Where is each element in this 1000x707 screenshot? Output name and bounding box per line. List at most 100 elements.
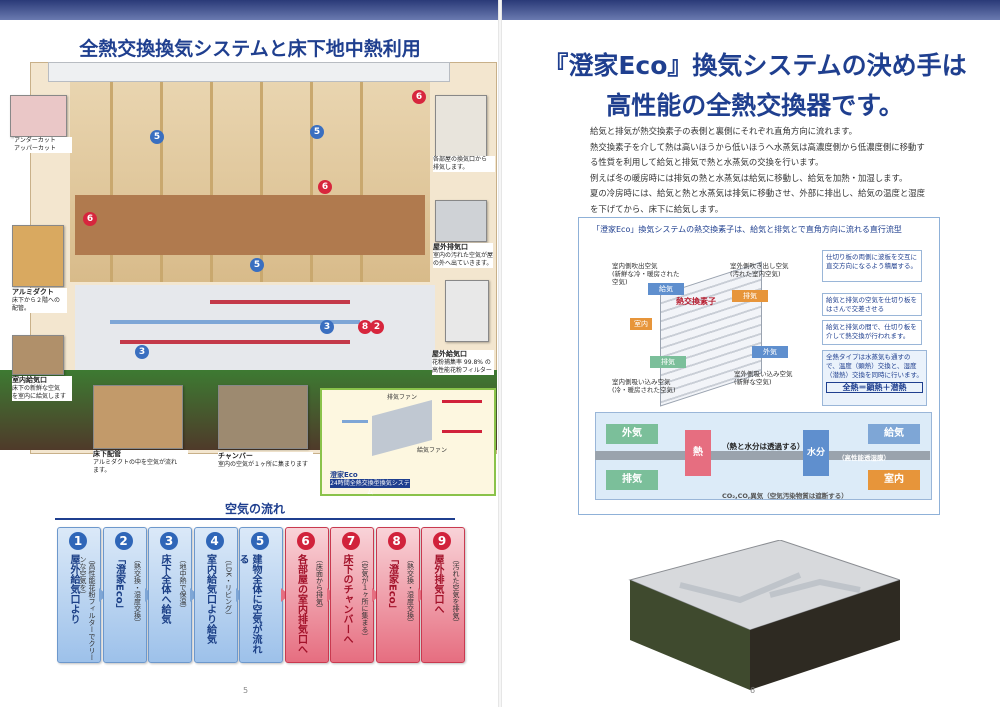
exhaust-duct (210, 300, 350, 304)
flow-marker-3: 3 (135, 345, 149, 359)
paragraph-line: 例えば冬の暖房時には排気の熱と水蒸気は給気に移動し、給気を加熱・加湿します。 (590, 172, 908, 183)
flow-marker-6: 6 (318, 180, 332, 194)
paragraph-line: る性質を利用して給気と排気で熱と水蒸気の交換を行います。 (590, 157, 824, 167)
ground-right (750, 580, 900, 690)
undercut-caption: アンダーカットアッパーカット (14, 137, 72, 153)
step-title: 建物全体に空気が流れる (237, 554, 261, 654)
band-outside: 外気 (606, 424, 658, 444)
chamber-caption: チャンバー室内の空気が１ヶ所に集まります (218, 452, 313, 469)
ground-left (630, 580, 750, 690)
flow-step-9: 9 屋外排気口へ （汚れた空気を排気） (421, 527, 465, 663)
toilet-photo (435, 95, 487, 157)
paragraph-line: 給気と排気が熱交換素子の表側と裏側にそれぞれ直角方向に流れます。 (590, 126, 857, 136)
step-number: 1 (69, 532, 87, 550)
step-subtitle: （LDK・リビング） (224, 556, 233, 619)
right-page-number: 6 (750, 686, 756, 695)
band-membrane: （高性能透湿膜） (838, 454, 890, 462)
outdoor-exhaust-title: 屋外排気口 (433, 243, 468, 251)
wall-stud (360, 82, 363, 282)
step-number: 3 (160, 532, 178, 550)
membrane-strip (595, 451, 930, 460)
flow-marker-2: 2 (370, 320, 384, 334)
aluminum-caption: アルミダクト床下から２階への配管。 (12, 288, 67, 313)
note-4-text: 全熱タイプは水蒸気も通すので、温度（顕熱）交換と、湿度（潜熱）交換を同時に行いま… (826, 353, 923, 379)
second-floor-slab (75, 195, 425, 255)
eco-label: 澄家Eco (330, 471, 358, 479)
right-page-title: 『澄家Eco』換気システムの決め手は 高性能の全熱交換器です。 (520, 46, 990, 126)
note-2: 給気と排気の空気を仕切り板をはさんで交差させる (822, 293, 922, 316)
underfloor-caption: 床下配管アルミダクトの中を空気が流れます。 (93, 450, 188, 475)
paragraph-line: を下げてから、床下に給気します。 (590, 203, 724, 214)
outdoor-supply-photo (445, 280, 489, 342)
exhaust-arrow (442, 400, 482, 403)
flow-marker-5: 5 (250, 258, 264, 272)
intro-paragraph: 給気と排気が熱交換素子の表側と裏側にそれぞれ直角方向に流れます。熱交換素子を介し… (590, 124, 970, 217)
tag-out-exhaust: 室外側吹き出し空気(汚れた室内空気) (730, 262, 789, 278)
arrow-supply: 給気 (648, 283, 684, 295)
band-exhaust: 排気 (606, 470, 658, 490)
step-number: 2 (114, 532, 133, 550)
floor-duct (679, 572, 802, 604)
paragraph-line: 熱交換素子を介して熱は高いほうから低いほうへ水蒸気は高濃度側から低濃度側に移動す (590, 141, 925, 152)
chamber-title: チャンバー (218, 452, 253, 460)
flow-step-8: 8 「澄家Eco」 （熱交換・湿度交換） (375, 527, 420, 663)
house-roof (48, 62, 450, 82)
flow-step-4: 4 室内給気口より給気 （LDK・リビング） (193, 527, 238, 663)
band-center: （熱と水分は透過する） (722, 442, 805, 451)
formula: 全熱＝顕熱＋潜熱 (826, 382, 923, 393)
step-title: 床下のチャンバーへ (341, 554, 352, 644)
left-page-number: 5 (243, 686, 249, 695)
arrow-indoor: 室内 (630, 318, 652, 330)
step-number: 7 (342, 532, 360, 550)
tag-fresh-in: 室内側吹出空気(新鮮な冷・暖房された空気) (612, 262, 680, 286)
arrow-outside: 外気 (752, 346, 788, 358)
flow-step-3: 3 床下全体へ給気 （地中熱で保温） (148, 527, 192, 663)
band-indoor: 室内 (868, 470, 920, 490)
step-subtitle: （熱交換・湿度交換） (133, 556, 142, 626)
step-number: 9 (433, 532, 451, 550)
step-title: 「澄家Eco」 (386, 554, 398, 614)
step-title: 室内給気口より給気 (204, 554, 216, 644)
page-spine (498, 0, 502, 707)
indoor-inlet-caption: 室内給気口床下の新鮮な空気を室内に給気します (12, 376, 72, 401)
floor-duct (769, 578, 861, 598)
supply-duct (110, 320, 360, 324)
right-title-line1: 『澄家Eco』換気システムの決め手は (543, 51, 967, 80)
underfloor-photo (93, 385, 183, 449)
foundation-slab (628, 540, 900, 631)
left-page-title: 全熱交換換気システムと床下地中熱利用 (79, 38, 421, 60)
step-subtitle: （空気が１ヶ所に集まる） (361, 556, 369, 640)
flow-marker-5: 5 (150, 130, 164, 144)
wall-stud (210, 82, 213, 282)
outdoor-exhaust-text: 室内の汚れた空気が屋の外へ出ていきます。 (433, 252, 494, 267)
flow-step-2: 2 「澄家Eco」 （熱交換・湿度交換） (102, 527, 147, 663)
wall-stud (310, 82, 313, 282)
step-subtitle: （汚れた空気を排気） (452, 556, 460, 626)
flow-marker-8: 8 (358, 320, 372, 334)
right-title-line2: 高性能の全熱交換器です。 (606, 91, 904, 120)
step-title: 床下全体へ給気 (159, 554, 170, 624)
note-4: 全熱タイプは水蒸気も通すので、温度（顕熱）交換と、湿度（潜熱）交換を同時に行いま… (822, 350, 927, 406)
step-subtitle: （地中熱で保温） (179, 556, 187, 612)
step-title: 屋外排気口へ (432, 554, 443, 614)
outdoor-exhaust-caption: 屋外排気口室内の汚れた空気が屋の外へ出ていきます。 (433, 243, 493, 268)
step-title: 「澄家Eco」 (113, 554, 125, 614)
aluminum-title: アルミダクト (12, 288, 54, 296)
underfloor-title: 床下配管 (93, 450, 121, 458)
aluminum-duct-photo (12, 225, 64, 287)
flow-step-7: 7 床下のチャンバーへ （空気が１ヶ所に集まる） (330, 527, 374, 663)
foundation-illustration (628, 540, 900, 690)
wall-stud (160, 82, 163, 282)
step-number: 4 (205, 532, 224, 550)
step-subtitle: （熱交換・湿度交換） (406, 556, 415, 626)
indoor-inlet-text: 床下の新鮮な空気を室内に給気します (12, 385, 67, 400)
step-number: 6 (296, 532, 315, 550)
flow-marker-6: 6 (83, 212, 97, 226)
eco-fan-label: 排気ファン (387, 394, 418, 401)
step-number: 8 (387, 532, 406, 550)
undercut-photo (10, 95, 67, 137)
flow-marker-6: 6 (412, 90, 426, 104)
note-3: 給気と排気の間で、仕切り板を介して熱交換が行われます。 (822, 320, 922, 345)
